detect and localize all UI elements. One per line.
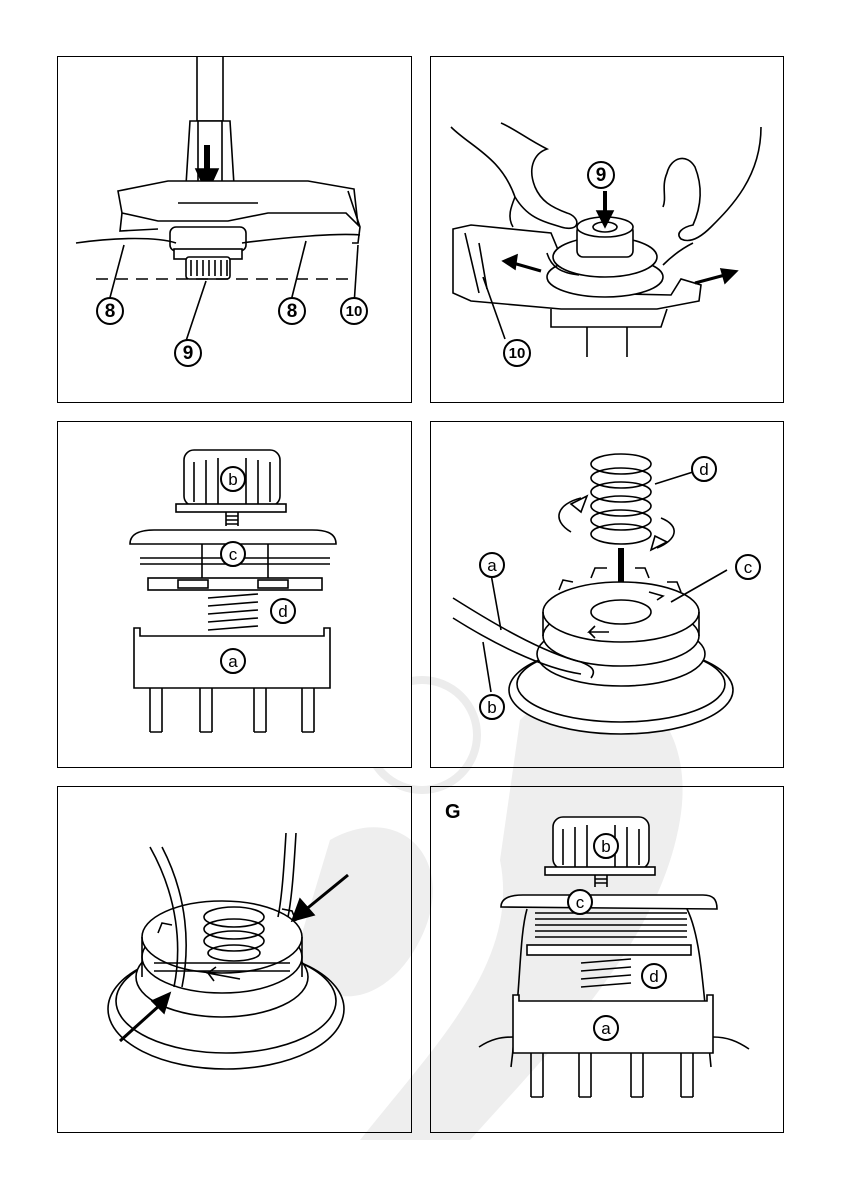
callout-cutter-blade: 10 xyxy=(340,297,368,325)
figure-panel-head-removal: 9 10 xyxy=(430,56,784,403)
line-threading-drawing xyxy=(58,787,412,1133)
figure-panel-spring-insert: d a c b xyxy=(430,421,784,768)
callout-spring: d xyxy=(641,963,667,989)
figure-panel-head-parts-exploded: b c d a xyxy=(57,421,412,768)
hands-removing-head-drawing xyxy=(431,57,784,403)
callout-spring: d xyxy=(270,598,296,624)
trimmer-head-guard-drawing xyxy=(58,57,412,403)
callout-head: 9 xyxy=(587,161,615,189)
callout-knob: b xyxy=(593,833,619,859)
callout-spool: c xyxy=(220,541,246,567)
figure-panel-line-threading xyxy=(57,786,412,1133)
callout-line-left: 8 xyxy=(96,297,124,325)
callout-cutter-blade: 10 xyxy=(503,339,531,367)
callout-housing: a xyxy=(220,648,246,674)
callout-spring: d xyxy=(691,456,717,482)
callout-knob: b xyxy=(220,466,246,492)
callout-spool: c xyxy=(735,554,761,580)
figure-panel-head-installation: 8 8 9 10 xyxy=(57,56,412,403)
callout-line-right: 8 xyxy=(278,297,306,325)
callout-lines-upper: a xyxy=(479,552,505,578)
callout-spool: c xyxy=(567,889,593,915)
callout-head: 9 xyxy=(174,339,202,367)
callout-housing: a xyxy=(593,1015,619,1041)
callout-lines-lower: b xyxy=(479,694,505,720)
figure-panel-head-assembled: G b c d a xyxy=(430,786,784,1133)
